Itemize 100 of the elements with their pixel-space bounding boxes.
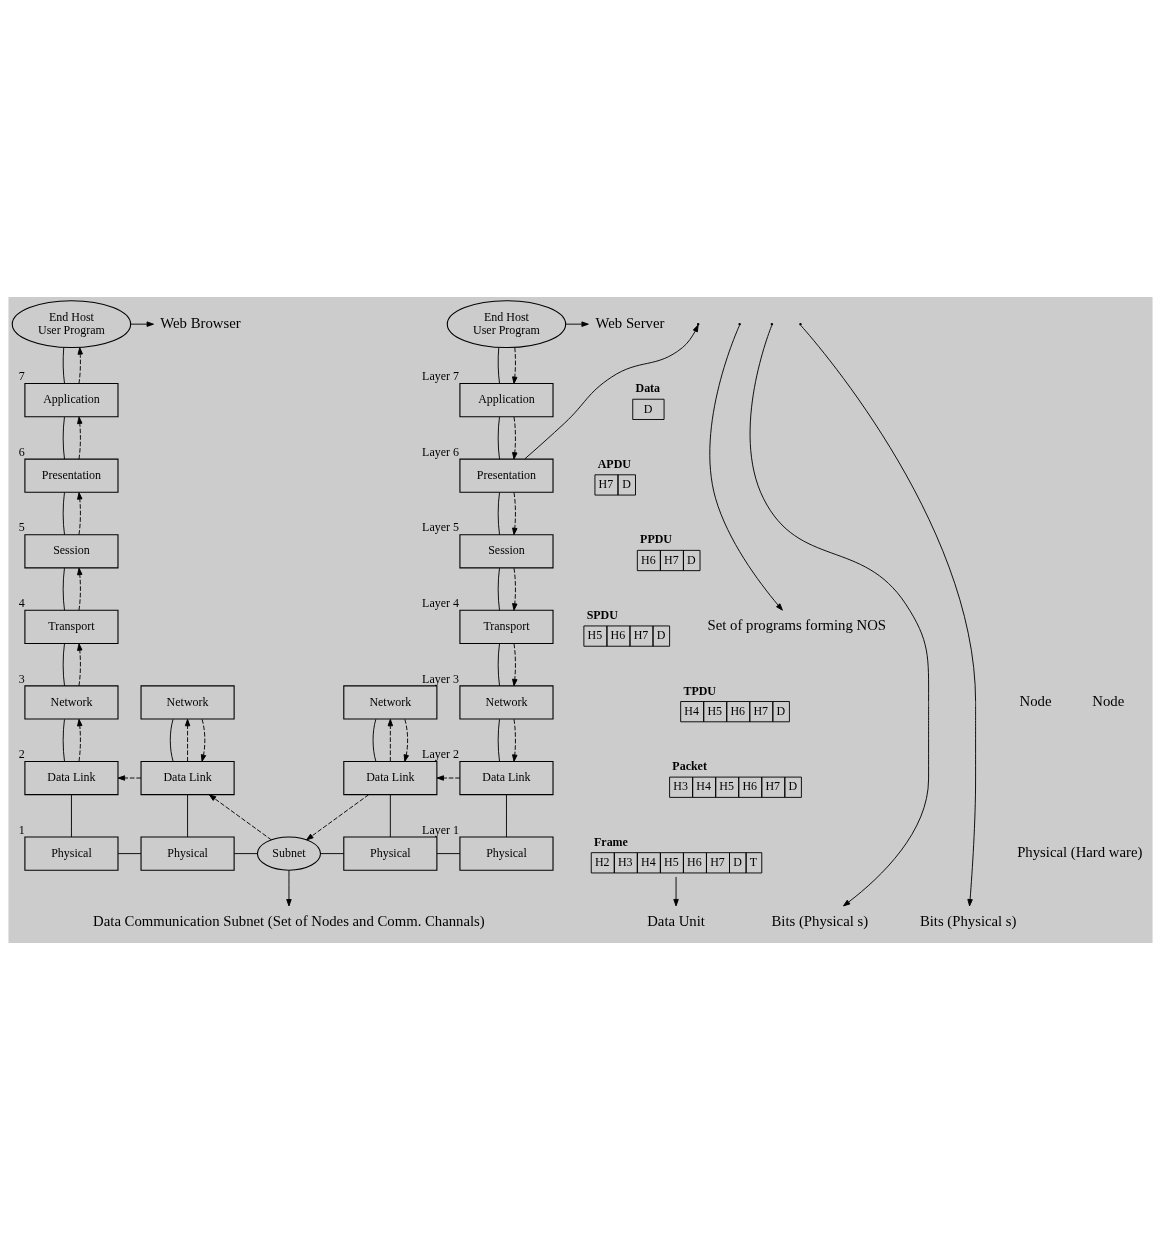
node-text: Bits (Physical s) bbox=[919, 912, 1017, 929]
node-label: Layer 5 bbox=[422, 519, 460, 534]
node-box: Session bbox=[459, 533, 554, 568]
arrow bbox=[512, 416, 518, 460]
node-ellipse: End Host User Program bbox=[11, 299, 132, 348]
node-label: 1 bbox=[18, 822, 25, 837]
node-label: 2 bbox=[18, 746, 25, 761]
arrow bbox=[200, 718, 207, 762]
node-box: Network bbox=[459, 684, 554, 720]
arrow bbox=[286, 869, 292, 906]
node-box: Transport bbox=[459, 609, 554, 644]
connector bbox=[497, 416, 500, 460]
arrow bbox=[77, 642, 83, 686]
node-text: Data Communication Subnet (Set of Nodes and Comm. Channals) bbox=[93, 912, 485, 929]
arrow bbox=[565, 320, 589, 327]
node-box: Physical bbox=[140, 835, 235, 871]
connector bbox=[187, 794, 189, 837]
node-label: 7 bbox=[18, 368, 25, 383]
label: Node bbox=[1019, 692, 1052, 709]
node-label: Packet bbox=[672, 758, 707, 773]
arrow bbox=[800, 324, 977, 906]
node-label: TPDU bbox=[683, 683, 717, 698]
arrow bbox=[673, 875, 679, 906]
node-box: Network bbox=[24, 684, 119, 720]
arrow bbox=[77, 567, 83, 611]
label: Physical (Hard ware) bbox=[1017, 843, 1143, 860]
arrow bbox=[512, 718, 518, 762]
node-box: D bbox=[632, 398, 665, 420]
connector bbox=[62, 491, 65, 535]
node-box: Presentation bbox=[459, 458, 554, 493]
arrow bbox=[512, 642, 518, 686]
node-label: PPDU bbox=[640, 531, 673, 546]
node-label: 6 bbox=[18, 444, 25, 459]
connector bbox=[62, 346, 65, 384]
connector bbox=[436, 852, 461, 854]
node-box: Data Link bbox=[24, 760, 119, 795]
node-label: Layer 1 bbox=[422, 822, 460, 837]
arrow bbox=[512, 567, 518, 611]
node-text: Web Server bbox=[595, 314, 665, 331]
label: Node bbox=[1092, 692, 1125, 709]
arrow bbox=[436, 774, 461, 781]
node-box: Session bbox=[24, 533, 119, 568]
node-label: SPDU bbox=[586, 607, 618, 622]
arrow bbox=[512, 346, 518, 384]
node-text: Set of programs forming NOS bbox=[707, 616, 887, 633]
arrow bbox=[403, 718, 409, 762]
arrow bbox=[77, 718, 83, 762]
arrow bbox=[77, 346, 83, 384]
node-box: Data Link bbox=[459, 760, 554, 795]
node-text: Bits (Physical s) bbox=[771, 912, 869, 929]
arrow bbox=[77, 416, 83, 460]
node-ellipse: End Host User Program bbox=[446, 299, 567, 348]
node-box: Network bbox=[140, 684, 235, 720]
node-label: 3 bbox=[18, 671, 25, 686]
arrow bbox=[512, 491, 518, 535]
node-box: Transport bbox=[24, 609, 119, 644]
connector bbox=[62, 642, 65, 686]
node-text: Data Unit bbox=[647, 912, 705, 929]
connector bbox=[117, 852, 142, 854]
arrow bbox=[130, 320, 154, 327]
arrow bbox=[709, 324, 783, 611]
arrow bbox=[749, 324, 930, 906]
node-box: Physical bbox=[24, 835, 119, 871]
connector bbox=[62, 718, 65, 762]
node-box: Application bbox=[24, 382, 119, 417]
connector bbox=[233, 852, 258, 854]
connector bbox=[389, 794, 391, 837]
connector bbox=[497, 491, 500, 535]
connector bbox=[506, 794, 507, 837]
connector bbox=[169, 718, 174, 762]
node-box: Physical bbox=[459, 835, 554, 871]
node-label: Layer 4 bbox=[422, 595, 460, 610]
arrow bbox=[387, 718, 394, 762]
node-label: Layer 6 bbox=[422, 444, 460, 459]
node-box: Data Link bbox=[140, 760, 235, 795]
connector bbox=[62, 416, 65, 460]
node-box: Application bbox=[459, 382, 554, 417]
node-box: Data Link bbox=[343, 760, 438, 795]
arrow bbox=[184, 718, 191, 762]
connector bbox=[497, 718, 500, 762]
connector bbox=[320, 852, 345, 854]
connector bbox=[71, 794, 72, 837]
node-box: Presentation bbox=[24, 458, 119, 493]
arrow bbox=[77, 491, 83, 535]
node-label: 4 bbox=[18, 595, 25, 610]
node-text: Web Browser bbox=[160, 314, 241, 331]
node-label: APDU bbox=[597, 456, 631, 471]
node-label: Data bbox=[635, 380, 661, 395]
node-label: Layer 2 bbox=[422, 746, 460, 761]
connector bbox=[497, 567, 500, 611]
connector bbox=[62, 567, 65, 611]
node-label: Frame bbox=[594, 834, 628, 849]
arrow bbox=[117, 774, 142, 781]
node-box: Network bbox=[343, 684, 438, 720]
arrow bbox=[208, 793, 272, 840]
node-label: Layer 7 bbox=[422, 368, 460, 383]
connector bbox=[372, 718, 377, 762]
node-label: Layer 3 bbox=[422, 671, 460, 686]
node-label: 5 bbox=[18, 519, 25, 534]
connector bbox=[497, 346, 500, 384]
